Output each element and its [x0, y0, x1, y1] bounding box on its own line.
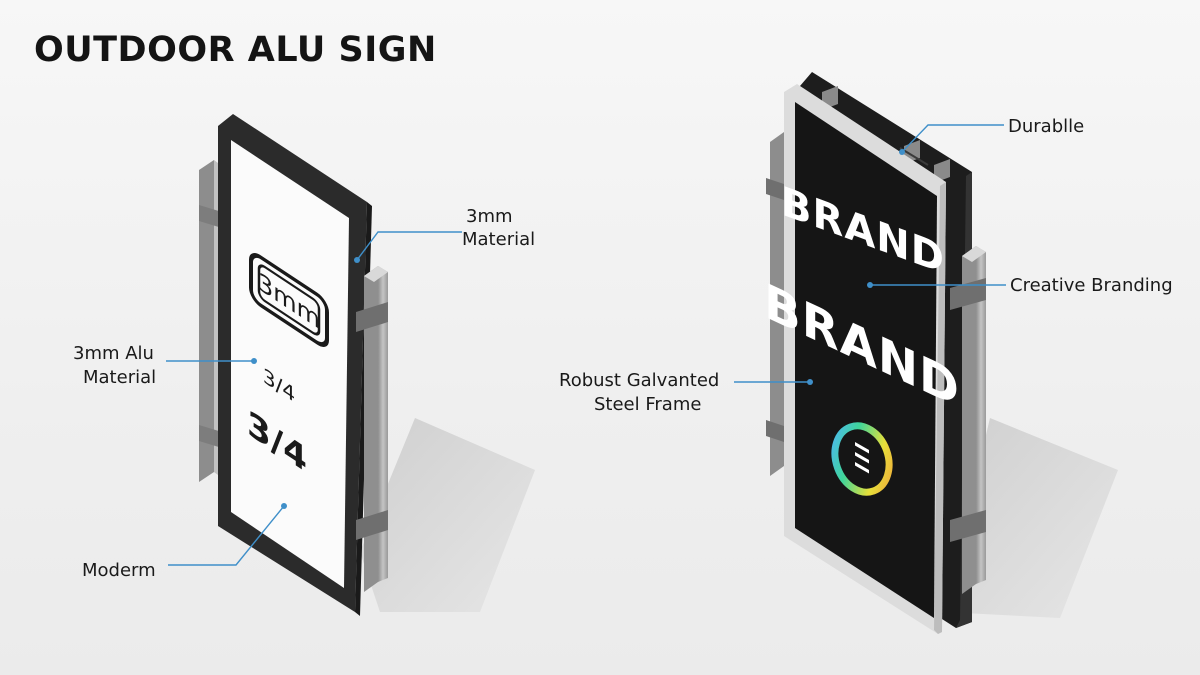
label-frame-line2: Steel Frame: [594, 394, 701, 415]
callout-durable: Durablle: [899, 116, 1084, 155]
label-3mm-material-line1: 3mm: [466, 206, 513, 227]
label-durable: Durablle: [1008, 116, 1084, 137]
label-frame-line1: Robust Galvanted: [559, 370, 719, 391]
right-sign-face: [795, 102, 937, 618]
right-sign: BRAND BRAND Durablle Creative Branding: [559, 72, 1173, 634]
left-sign: 3mm 3/4 3/4 3mm Material 3mm Alu Materia…: [73, 114, 535, 616]
left-sign-shadow: [360, 418, 535, 612]
label-creative: Creative Branding: [1010, 275, 1173, 296]
callout-creative: Creative Branding: [867, 275, 1173, 296]
label-alu-line1: 3mm Alu: [73, 343, 154, 364]
callout-moderm: Moderm: [82, 503, 287, 581]
callout-3mm-material: 3mm Material: [354, 206, 535, 263]
callout-alu-material: 3mm Alu Material: [73, 343, 257, 388]
ring-logo-icon: [831, 422, 893, 496]
left-sign-face: [231, 140, 349, 588]
label-alu-line2: Material: [83, 367, 156, 388]
label-moderm: Moderm: [82, 560, 156, 581]
right-sign-front-post: [950, 246, 986, 594]
left-sign-front-post: [356, 266, 388, 592]
label-3mm-material-line2: Material: [462, 229, 535, 250]
page-title: OUTDOOR ALU SIGN: [34, 30, 437, 70]
right-sign-shadow: [944, 418, 1118, 618]
callout-steel-frame: Robust Galvanted Steel Frame: [559, 370, 813, 415]
